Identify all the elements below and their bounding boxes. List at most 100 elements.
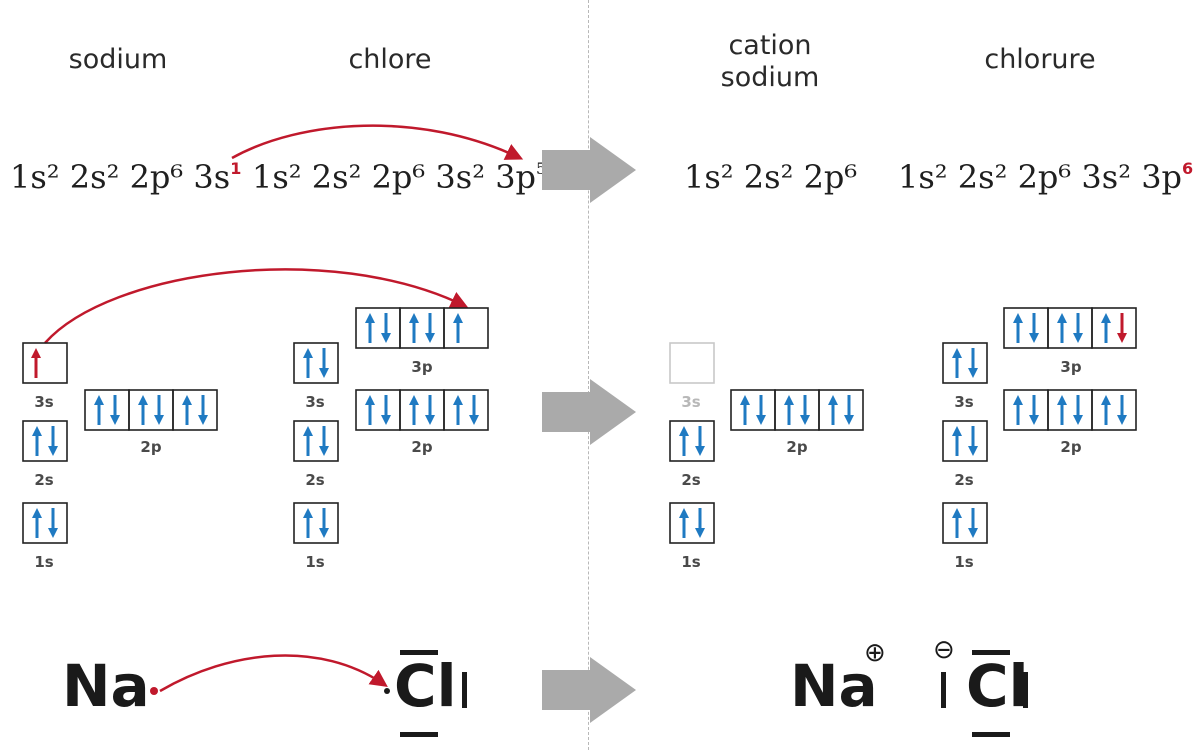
electron-up-icon-head — [1101, 313, 1111, 323]
electron-up-icon-head — [740, 395, 750, 405]
label-cl-3p: 3p — [411, 358, 433, 376]
electron-received-down-icon-head — [1117, 333, 1127, 343]
orbital-box-cl-3p — [399, 307, 445, 349]
orbital-box-chlorure-3p — [1091, 307, 1137, 349]
transfer-arrow-config — [231, 124, 524, 160]
electron-down-icon-head — [319, 446, 329, 456]
lewis-na-cation: Na — [790, 652, 878, 720]
config-chlorure: 1s² 2s² 2p⁶ 3s² 3p6 — [898, 158, 1193, 196]
electron-down-icon-head — [381, 333, 391, 343]
electron-down-icon-head — [48, 446, 58, 456]
electron-up-icon-head — [182, 395, 192, 405]
electron-up-icon-head — [1013, 313, 1023, 323]
reaction-arrow-orbital — [542, 379, 636, 445]
config-cation: 1s² 2s² 2p⁶ — [684, 158, 857, 196]
label-chlorure-1s: 1s — [954, 553, 974, 571]
label-cation-3s: 3s — [681, 393, 701, 411]
electron-down-icon-head — [1029, 415, 1039, 425]
label-na-2s: 2s — [34, 471, 54, 489]
label-chlorure-3p: 3p — [1060, 358, 1082, 376]
config-chlore-exp: 5 — [536, 159, 547, 179]
orbital-box-na-3s — [22, 342, 68, 384]
electron-up-icon-head — [365, 395, 375, 405]
orbital-box-chlorure-3p — [1003, 307, 1049, 349]
electron-up-icon-head — [365, 313, 375, 323]
label-na-3s: 3s — [34, 393, 54, 411]
orbital-box-cation-1s — [669, 502, 715, 544]
electron-up-icon-head — [952, 348, 962, 358]
config-chlore-main: 1s² 2s² 2p⁶ 3s² 3p — [252, 158, 537, 196]
label-chlorure-2s: 2s — [954, 471, 974, 489]
orbital-box-cation-2p — [818, 389, 864, 431]
orbital-diagrams — [22, 307, 1137, 544]
electron-down-icon-head — [968, 528, 978, 538]
orbital-box-cl-2p — [443, 389, 489, 431]
orbital-box-cation-2s — [669, 420, 715, 462]
label-na-1s: 1s — [34, 553, 54, 571]
lewis-cl: Cl — [394, 652, 457, 720]
orbital-box-cl-3p — [355, 307, 401, 349]
electron-up-icon-head — [409, 395, 419, 405]
electron-up-icon-head — [32, 426, 42, 436]
orbital-box-na-2p — [172, 389, 218, 431]
electron-down-icon-head — [48, 528, 58, 538]
charge-plus-icon: ⊕ — [864, 638, 886, 668]
orbital-box-cation-2p — [730, 389, 776, 431]
orbital-box-chlorure-2s — [942, 420, 988, 462]
separator-dashed-line — [588, 0, 589, 750]
config-sodium-main: 1s² 2s² 2p⁶ 3s — [10, 158, 231, 196]
heading-chlorure: chlorure — [984, 44, 1096, 75]
charge-minus-icon: ⊖ — [933, 635, 955, 665]
heading-cation-line2: sodium — [720, 62, 820, 93]
label-cl-2p: 2p — [411, 438, 433, 456]
config-chlore: 1s² 2s² 2p⁶ 3s² 3p5 — [252, 158, 546, 196]
electron-up-icon-head — [952, 426, 962, 436]
electron-down-icon-head — [968, 368, 978, 378]
heading-cation-sodium: cation sodium — [700, 30, 840, 94]
label-chlorure-2p: 2p — [1060, 438, 1082, 456]
heading-cation-line1: cation — [728, 30, 812, 61]
config-chlorure-main: 1s² 2s² 2p⁶ 3s² 3p — [898, 158, 1183, 196]
electron-down-icon-head — [425, 333, 435, 343]
config-sodium-exp: 1 — [230, 159, 242, 179]
electron-up-icon-head — [453, 395, 463, 405]
orbital-box-chlorure-2p — [1003, 389, 1049, 431]
orbital-box-cl-2p — [399, 389, 445, 431]
electron-up-icon-head — [32, 508, 42, 518]
electron-down-icon-head — [1073, 333, 1083, 343]
orbital-box-chlorure-1s — [942, 502, 988, 544]
electron-up-icon-head — [1101, 395, 1111, 405]
electron-down-icon-head — [319, 528, 329, 538]
electron-down-icon-head — [469, 415, 479, 425]
electron-up-icon-head — [1057, 395, 1067, 405]
electron-up-icon-head — [828, 395, 838, 405]
orbital-box-na-2s — [22, 420, 68, 462]
electron-up-icon-head — [303, 348, 313, 358]
label-cl-3s: 3s — [305, 393, 325, 411]
transfer-arrow-orbital — [44, 268, 469, 344]
label-cl-2s: 2s — [305, 471, 325, 489]
config-cation-main: 1s² 2s² 2p⁶ — [684, 158, 858, 196]
label-na-2p: 2p — [140, 438, 162, 456]
electron-up-icon-head — [303, 426, 313, 436]
label-chlorure-3s: 3s — [954, 393, 974, 411]
electron-down-icon-head — [319, 368, 329, 378]
lewis-cl-anion: Cl — [966, 652, 1029, 720]
label-cation-1s: 1s — [681, 553, 701, 571]
orbital-box-cation-2p — [774, 389, 820, 431]
electron-down-icon-head — [756, 415, 766, 425]
electron-down-icon-head — [1029, 333, 1039, 343]
orbital-box-na-2p — [84, 389, 130, 431]
electron-down-icon-head — [381, 415, 391, 425]
electron-transferred-up-icon-head — [31, 348, 41, 358]
lewis-na: Na — [62, 652, 150, 720]
electron-down-icon-head — [198, 415, 208, 425]
electron-down-icon-head — [425, 415, 435, 425]
electron-up-icon-head — [784, 395, 794, 405]
transfer-arrow-lewis — [159, 654, 388, 693]
orbital-box-na-2p — [128, 389, 174, 431]
electron-up-icon-head — [1013, 395, 1023, 405]
label-cation-2s: 2s — [681, 471, 701, 489]
heading-chlore: chlore — [348, 44, 432, 75]
